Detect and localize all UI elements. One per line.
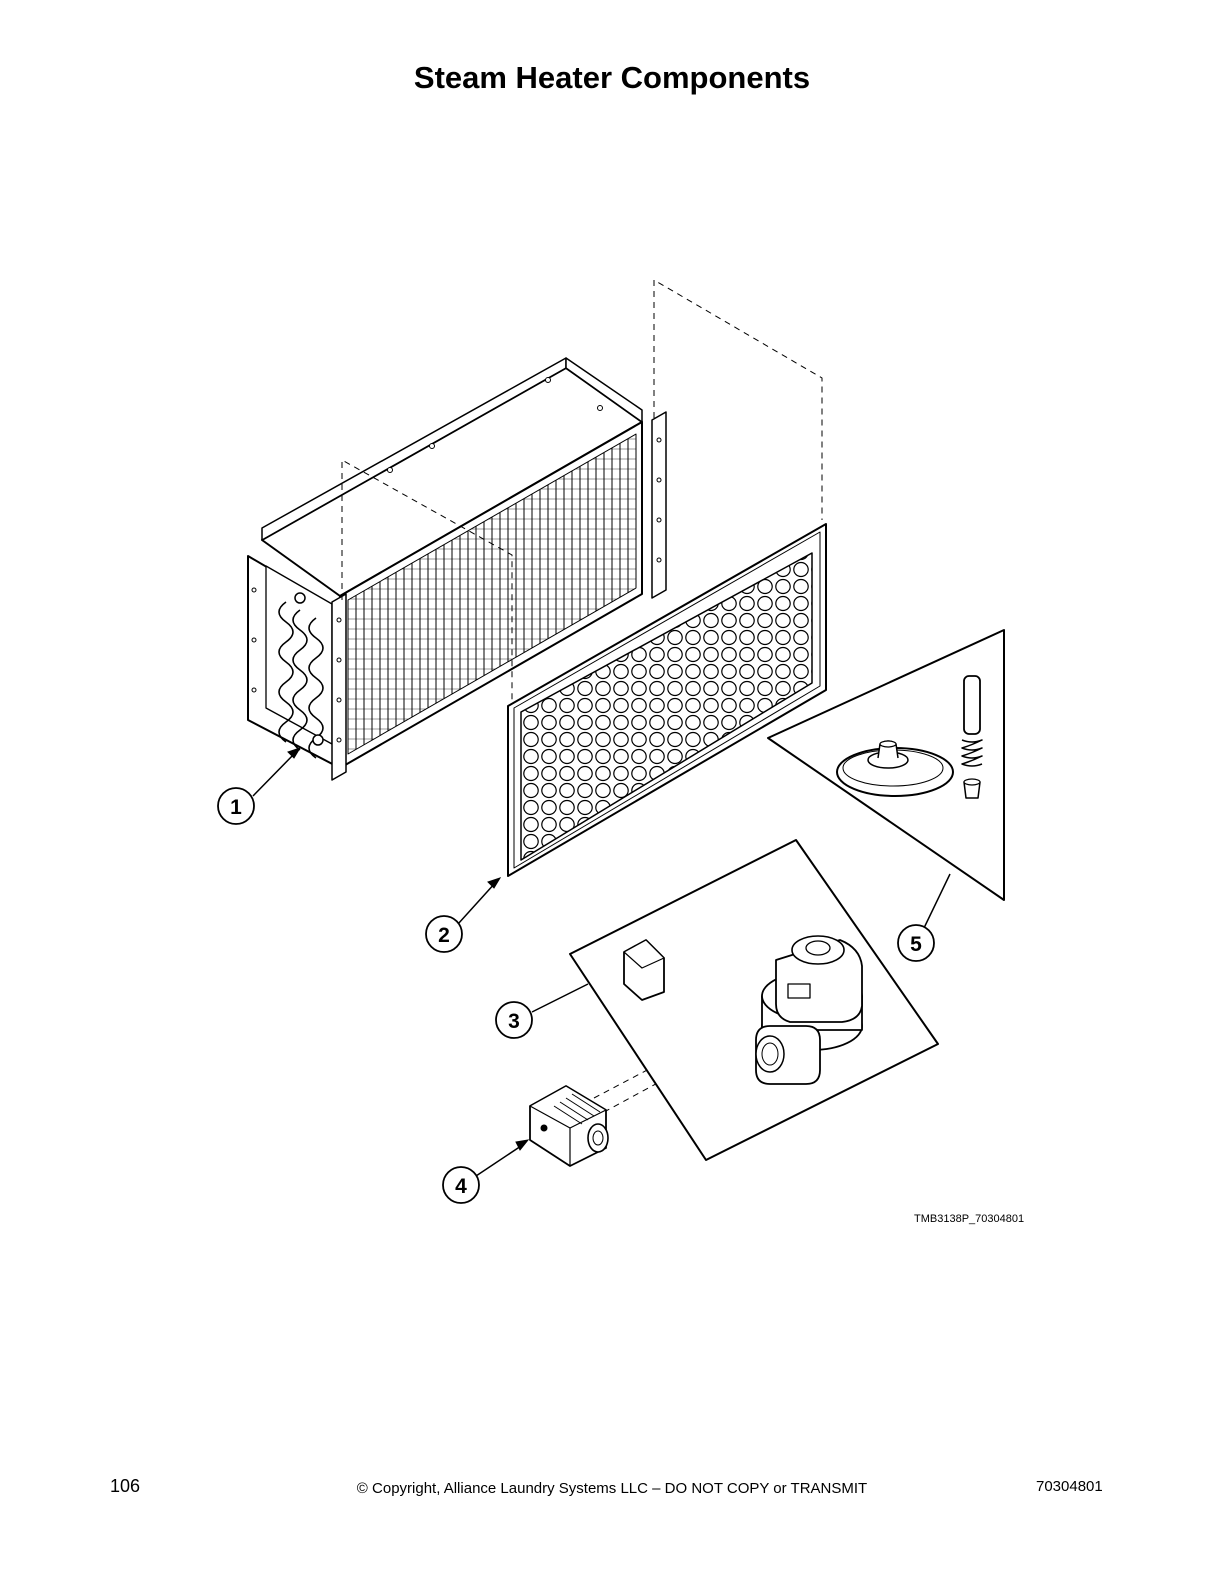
callout-3: 3 [495,1001,533,1039]
leader-line-3 [531,983,589,1013]
valve-connector [529,1085,609,1167]
page-title: Steam Heater Components [413,60,811,95]
callout-4: 4 [442,1166,480,1204]
diaphragm-kit [767,629,1005,901]
leader-line-2 [457,881,497,925]
svg-text:3: 3 [508,1010,520,1033]
document-number: 70304801 [1036,1478,1103,1495]
solenoid-valve-kit [569,839,939,1161]
callout-2: 2 [425,915,463,953]
drawing-code: TMB3138P_70304801 [914,1213,1025,1225]
svg-text:2: 2 [438,924,450,947]
svg-text:4: 4 [455,1175,467,1198]
leader-arrow-4 [515,1139,530,1151]
leader-line-5 [923,873,951,929]
leader-line-4 [475,1143,525,1177]
steam-coil-assembly [247,357,667,781]
copyright-notice: © Copyright, Alliance Laundry Systems LL… [356,1480,868,1497]
leader-arrow-1 [287,747,302,759]
leader-line-1 [252,751,297,797]
callout-1: 1 [217,787,255,825]
svg-text:1: 1 [230,796,242,819]
callout-5: 5 [897,924,935,962]
svg-text:5: 5 [910,933,922,956]
leader-arrow-2 [487,877,502,889]
page-number: 106 [110,1476,141,1496]
